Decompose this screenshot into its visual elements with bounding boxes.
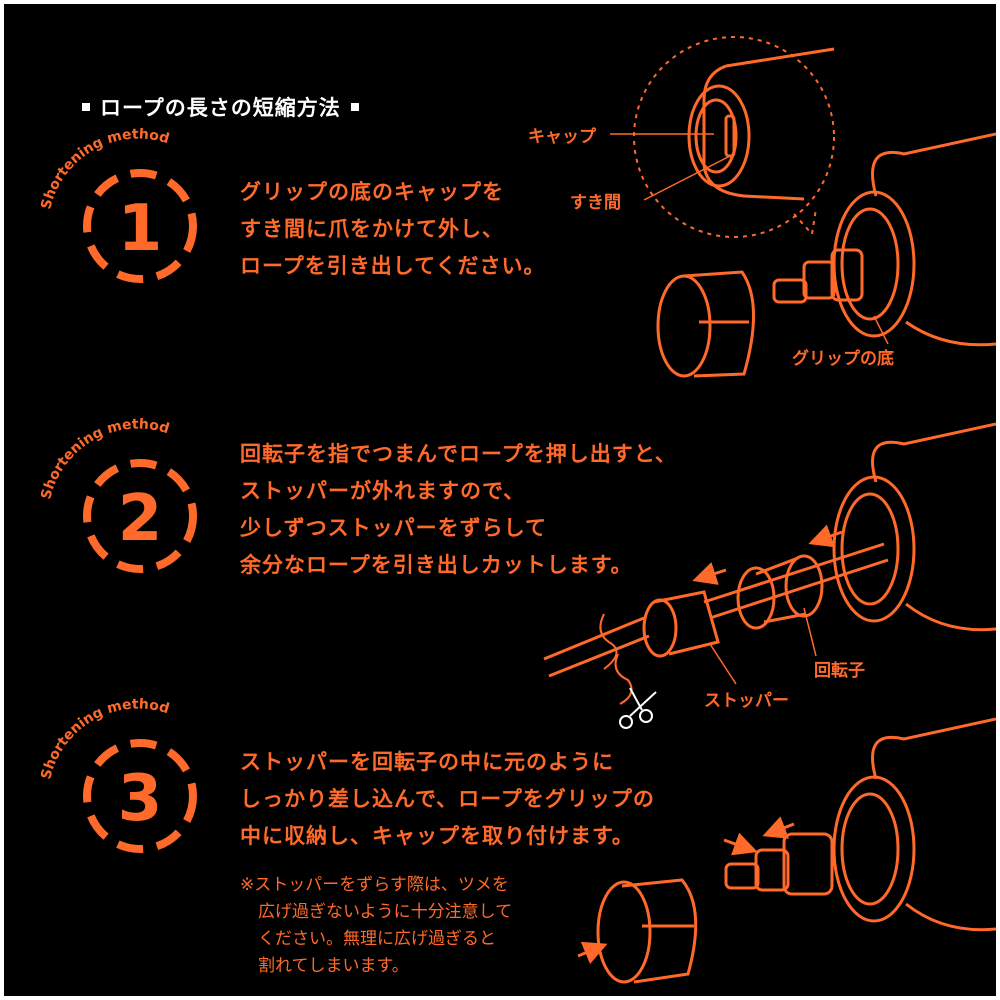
note-line-3: ください。無理に広げ過ぎると: [258, 929, 496, 949]
rope-2: [543, 616, 650, 678]
stopper-2: [653, 590, 720, 656]
step-number-3: 3: [118, 762, 163, 836]
step-2-line-1: 回転子を指でつまんでロープを押し出すと、: [240, 442, 677, 466]
rope-shaft-2: [703, 542, 889, 620]
step-2-line-4: 余分なロープを引き出しカットします。: [240, 553, 633, 577]
callout-stopper: ストッパー: [704, 691, 789, 711]
step-3-line-1: ストッパーを回転子の中に元のように: [240, 750, 614, 774]
zoom-pointer: [793, 208, 817, 237]
step-3-line-3: 中に収納し、キャップを取り付けます。: [240, 824, 634, 848]
step-2-instructions: 回転子を指でつまんでロープを押し出すと、 ストッパーが外れますので、 少しずつス…: [240, 436, 677, 584]
grip-body-top-2: [871, 422, 996, 483]
grip-body-bottom-1: [905, 320, 996, 347]
rotor-3: [782, 832, 834, 896]
step-2-line-3: 少しずつストッパーをずらして: [240, 516, 547, 540]
callout-grip-bottom: グリップの底: [792, 349, 894, 369]
grip-bottom-inner-3: [840, 792, 900, 906]
grip-bottom-inner-2: [840, 492, 900, 606]
step-1-line-1: グリップの底のキャップを: [240, 180, 504, 204]
step-number-2: 2: [118, 482, 163, 556]
grip-bottom-rim-2: [832, 475, 916, 623]
illustration-canvas: Shortening method 1 Shortening method 2 …: [38, 36, 996, 984]
rotor-1: [830, 248, 864, 302]
step-number-1: 1: [118, 192, 163, 266]
cap-face-3: [596, 880, 652, 984]
illustration-step-1: [610, 36, 996, 378]
cap-side-3: [621, 878, 698, 984]
grip-bottom-rim-3: [832, 775, 916, 923]
step-2-line-2: ストッパーが外れますので、: [240, 479, 526, 503]
step-3-instructions: ストッパーを回転子の中に元のように しっかり差し込んで、ロープをグリップの 中に…: [240, 744, 655, 855]
step-3-line-2: しっかり差し込んで、ロープをグリップの: [240, 787, 655, 811]
badge-dashed-ring-1: [83, 169, 197, 283]
bullet-square-left: [82, 103, 90, 111]
note-line-2: 広げ過ぎないように十分注意して: [258, 902, 513, 922]
cap-face-1: [656, 274, 712, 378]
grip-body-top-1: [871, 132, 996, 197]
zoom-grip-top: [725, 47, 835, 68]
rotor-2-face: [784, 554, 824, 618]
grip-body-bottom-2: [905, 602, 996, 632]
grip-bottom-rim-1: [832, 190, 916, 338]
step-badge-2: Shortening method 2: [38, 416, 197, 573]
badge-dashed-ring-3: [83, 739, 197, 853]
stopper-2-face: [642, 598, 678, 658]
step-1-instructions: グリップの底のキャップを すき間に爪をかけて外し、 ロープを引き出してください。: [240, 174, 545, 285]
grip-bottom-inner-1: [840, 207, 900, 321]
step-1-line-2: すき間に爪をかけて外し、: [240, 217, 504, 241]
illustration-step-2: [543, 422, 996, 705]
rope-stub-1: [772, 278, 808, 304]
bullet-square-right: [350, 103, 359, 111]
illustration-step-3: [577, 717, 996, 984]
zoom-cap-rim: [687, 84, 751, 188]
cap-side-1: [683, 270, 756, 378]
badge-dashed-ring-2: [83, 459, 197, 573]
scissors-icon: [619, 687, 657, 729]
callout-rotor: 回転子: [814, 661, 865, 681]
arrow-insert-right-3: [762, 816, 795, 839]
arrow-pull-2: [692, 562, 727, 585]
step-badge-3: Shortening method 3: [38, 696, 197, 853]
stopper-3: [754, 848, 790, 892]
arrow-insert-left-3: [723, 832, 758, 856]
page-title-text: ロープの長さの短縮方法: [100, 96, 341, 120]
zoom-gap-slot: [724, 114, 736, 158]
callout-gap: すき間: [570, 193, 621, 213]
step-badge-1: Shortening method 1: [38, 126, 197, 283]
grip-body-bottom-3: [905, 902, 996, 932]
leader-rotor: [803, 607, 817, 657]
caution-note: ※ストッパーをずらす際は、ツメを 広げ過ぎないように十分注意して ください。無理…: [240, 872, 512, 980]
instruction-panel: ロープの長さの短縮方法 Shortening method 1 Shorteni…: [4, 4, 996, 996]
page-title: ロープの長さの短縮方法: [78, 92, 369, 122]
rotor-2-back: [736, 566, 776, 630]
zoom-detail-circle: [633, 36, 835, 238]
arrow-cap-3: [577, 941, 608, 964]
rope-stub-3: [724, 862, 760, 890]
leader-gap: [643, 155, 731, 201]
rope-cut-squiggle-1: [599, 613, 618, 670]
leader-grip-bottom: [873, 315, 889, 345]
leader-stopper: [709, 643, 737, 685]
note-line-4: 割れてしまいます。: [258, 956, 409, 976]
rotor-neck-1: [802, 260, 836, 300]
callout-cap: キャップ: [528, 127, 596, 147]
note-line-1: ※ストッパーをずらす際は、ツメを: [240, 875, 509, 895]
zoom-cap: [694, 98, 738, 174]
arrow-push-2: [808, 524, 843, 548]
grip-body-top-3: [871, 717, 996, 780]
step-1-line-3: ロープを引き出してください。: [240, 254, 546, 278]
rope-cut-squiggle-2: [614, 653, 633, 705]
